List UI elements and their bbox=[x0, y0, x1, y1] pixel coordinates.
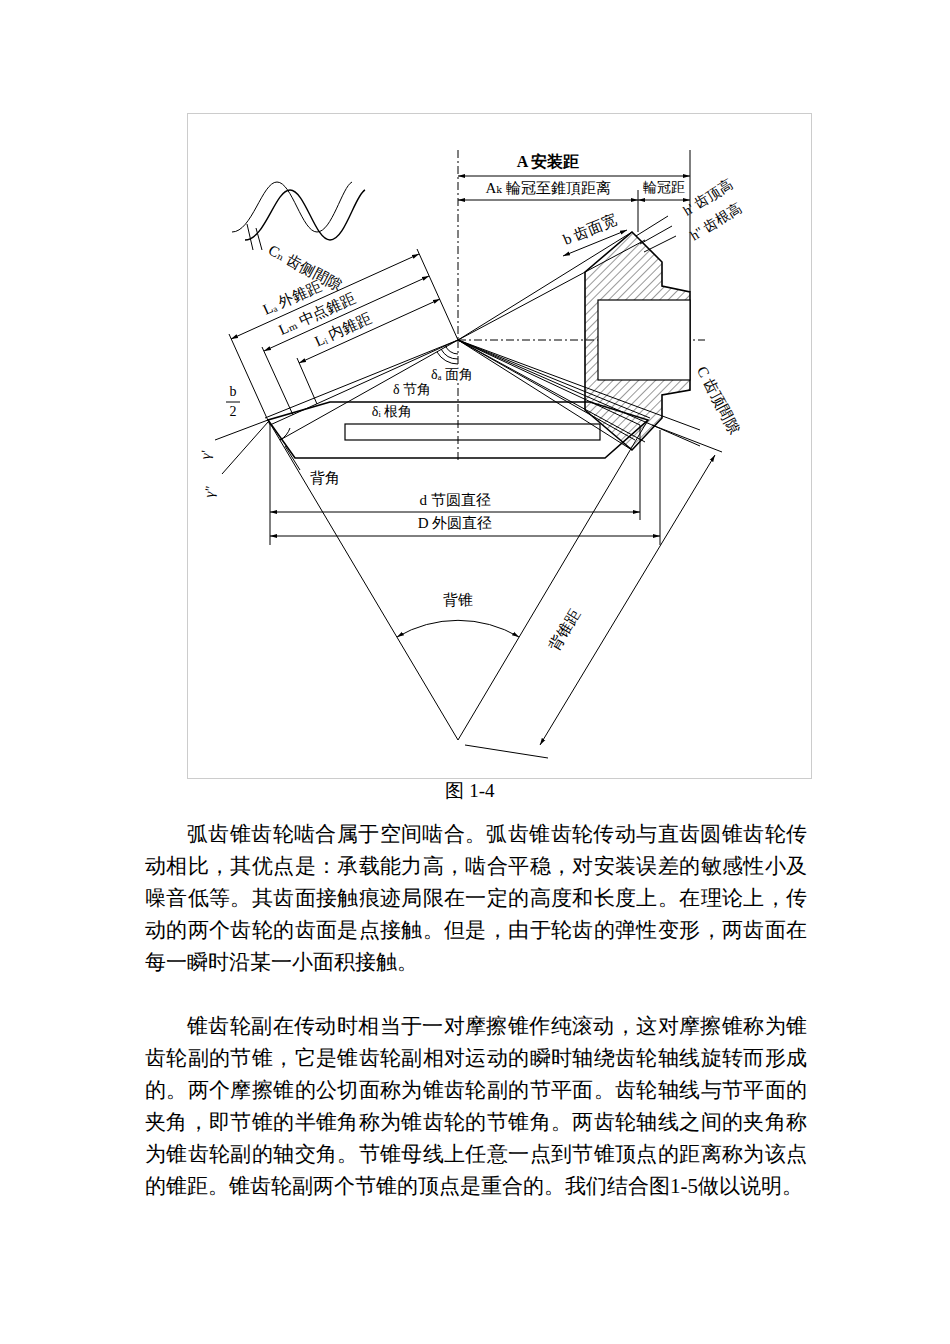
dimension-label: d 节圆直径 bbox=[417, 492, 492, 509]
fraction-part: 2 bbox=[228, 404, 239, 419]
dimension-label: C 齿顶間隙 bbox=[692, 362, 743, 438]
body-paragraph: 锥齿轮副在传动时相当于一对摩擦锥作纯滚动，这对摩擦锥称为锥齿轮副的节锥，它是锥齿… bbox=[145, 1010, 807, 1202]
angle-arc bbox=[280, 428, 290, 440]
dimension-label: A 安装距 bbox=[515, 153, 582, 171]
extension-line bbox=[417, 249, 458, 340]
angle-label: 背角 bbox=[308, 470, 342, 487]
angle-label: δₐ 面角 bbox=[429, 367, 475, 382]
gear-rim bbox=[345, 424, 600, 440]
pinion-cone-line bbox=[458, 240, 645, 340]
dimension-line bbox=[264, 276, 429, 351]
angle-label: γ' bbox=[197, 447, 214, 462]
pinion-cone-line bbox=[458, 232, 632, 340]
dimension-label: D 外圆直径 bbox=[416, 515, 495, 532]
extension-line bbox=[638, 190, 639, 232]
tooth-profile bbox=[245, 190, 365, 240]
clearance-line bbox=[458, 340, 700, 446]
extension-line bbox=[222, 422, 268, 474]
extension-line bbox=[270, 425, 271, 545]
back-cone-line bbox=[458, 420, 648, 740]
angle-arc bbox=[441, 349, 458, 359]
dimension-line bbox=[638, 200, 690, 201]
dimension-line bbox=[270, 536, 660, 537]
extension-line bbox=[262, 347, 293, 415]
extension-line bbox=[660, 430, 661, 545]
leader-line bbox=[247, 224, 253, 250]
angle-label: 背锥 bbox=[441, 592, 475, 609]
angle-label: δᵢ 根角 bbox=[370, 404, 414, 419]
figure-caption: 图 1-4 bbox=[445, 781, 494, 802]
body-paragraph: 弧齿锥齿轮啮合属于空间啮合。弧齿锥齿轮传动与直齿圆锥齿轮传动相比，其优点是：承载… bbox=[145, 818, 807, 978]
leader-line bbox=[256, 228, 262, 250]
pinion-bore bbox=[598, 300, 690, 380]
extension-line bbox=[215, 420, 268, 440]
back-cone-arc bbox=[397, 620, 519, 637]
dimension-line bbox=[270, 512, 640, 513]
dimension-line bbox=[636, 216, 668, 236]
angle-arc bbox=[437, 352, 458, 364]
dimension-label: b 齿面宽 bbox=[559, 211, 621, 249]
dimension-line bbox=[540, 455, 715, 745]
center-line bbox=[458, 150, 459, 340]
dimension-line bbox=[640, 226, 672, 244]
figure-frame bbox=[188, 114, 812, 779]
extension-line bbox=[690, 150, 691, 292]
tooth-profile bbox=[232, 182, 352, 232]
dimension-label: 背锥距 bbox=[545, 605, 584, 655]
clearance-line bbox=[458, 340, 700, 430]
dimension-line bbox=[458, 200, 638, 201]
dimension-line bbox=[231, 254, 419, 339]
dimension-label: 輪冠距 bbox=[641, 180, 687, 195]
gear-lines bbox=[215, 150, 722, 758]
gear-axis bbox=[458, 340, 459, 460]
dimension-line bbox=[458, 176, 690, 177]
pinion-cone-line bbox=[458, 340, 645, 442]
angle-label: δ 节角 bbox=[391, 382, 433, 397]
fraction-part: b bbox=[228, 384, 239, 399]
angle-arc bbox=[445, 345, 458, 354]
leader-line bbox=[285, 446, 300, 470]
dimension-line bbox=[644, 236, 676, 252]
extension-line bbox=[297, 358, 317, 404]
back-cone-line bbox=[268, 420, 458, 740]
dimension-label: Aₖ 輪冠至錐頂距离 bbox=[483, 180, 612, 197]
pitch-cone-line bbox=[270, 340, 458, 425]
root-cone-line bbox=[280, 340, 458, 440]
fraction-bar bbox=[226, 402, 240, 403]
extension-line bbox=[465, 745, 548, 758]
angle-label: γ'' bbox=[201, 483, 219, 501]
